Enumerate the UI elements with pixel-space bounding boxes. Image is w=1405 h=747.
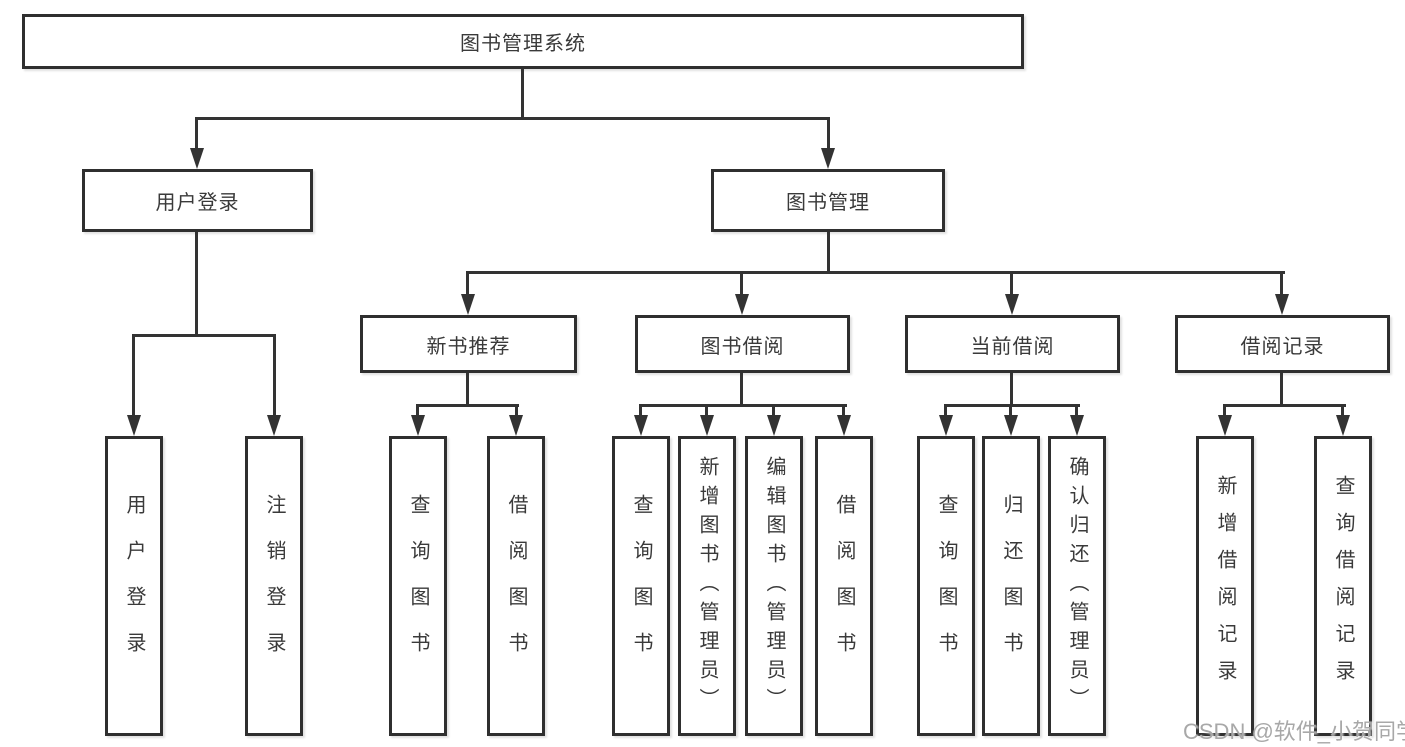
connector-line [827, 117, 830, 151]
arrow-down-icon [700, 415, 714, 436]
node-root-label: 图书管理系统 [460, 33, 586, 55]
connector-line [466, 271, 1285, 274]
node-label: 查询借阅记录 [1332, 475, 1354, 697]
node-leaf-return-books: 归还图书 [982, 436, 1040, 736]
arrow-down-icon [1070, 415, 1084, 436]
node-label: 图书借阅 [700, 335, 785, 358]
arrow-down-icon [190, 148, 204, 169]
connector-line [466, 271, 469, 297]
node-label: 新增借阅记录 [1214, 475, 1236, 697]
node-label: 用户登录 [123, 494, 145, 678]
connector-line [1280, 373, 1283, 407]
node-label: 归还图书 [1000, 494, 1022, 678]
node-label: 注销登录 [263, 494, 285, 678]
node-label: 当前借阅 [970, 335, 1055, 358]
connector-line [639, 404, 847, 407]
connector-line [1010, 271, 1013, 297]
node-label: 借阅图书 [505, 494, 527, 678]
connector-line [416, 404, 419, 418]
node-leaf-query-books-recommend: 查询图书 [389, 436, 447, 736]
connector-line [466, 373, 469, 407]
connector-line [1009, 404, 1012, 418]
connector-line [1280, 271, 1283, 297]
node-leaf-edit-books-admin: 编辑图书（管理员） [745, 436, 803, 736]
connector-line [132, 334, 276, 337]
arrow-down-icon [735, 294, 749, 315]
connector-line [827, 232, 830, 274]
arrow-down-icon [267, 415, 281, 436]
connector-line [132, 334, 135, 417]
node-new-book-recommend: 新书推荐 [360, 315, 577, 373]
node-label: 确认归还（管理员） [1066, 455, 1088, 717]
node-label: 编辑图书（管理员） [763, 455, 785, 717]
connector-line [416, 404, 519, 407]
arrow-down-icon [837, 415, 851, 436]
connector-line [1223, 404, 1226, 418]
arrow-down-icon [509, 415, 523, 436]
node-label: 借阅记录 [1240, 335, 1325, 358]
arrow-down-icon [767, 415, 781, 436]
node-leaf-confirm-return-admin: 确认归还（管理员） [1048, 436, 1106, 736]
node-leaf-query-books-current: 查询图书 [917, 436, 975, 736]
node-book-borrow: 图书借阅 [635, 315, 850, 373]
node-leaf-query-books-borrow: 查询图书 [612, 436, 670, 736]
node-borrow-records: 借阅记录 [1175, 315, 1390, 373]
node-label: 新增图书（管理员） [696, 455, 718, 717]
node-leaf-logout: 注销登录 [245, 436, 303, 736]
node-root: 图书管理系统 [22, 14, 1024, 69]
node-user-login-group: 用户登录 [82, 169, 313, 232]
connector-line [273, 334, 276, 417]
connector-line [195, 117, 198, 151]
node-leaf-add-books-admin: 新增图书（管理员） [678, 436, 736, 736]
node-label: 新书推荐 [426, 335, 511, 358]
arrow-down-icon [1005, 294, 1019, 315]
node-leaf-query-borrow-record: 查询借阅记录 [1314, 436, 1372, 736]
arrow-down-icon [461, 294, 475, 315]
node-leaf-borrow-books-recommend: 借阅图书 [487, 436, 545, 736]
connector-line [515, 404, 518, 418]
connector-line [1341, 404, 1344, 418]
node-label: 查询图书 [935, 494, 957, 678]
connector-line [196, 117, 830, 120]
node-label: 用户登录 [155, 192, 240, 214]
connector-line [842, 404, 845, 418]
node-book-management: 图书管理 [711, 169, 945, 232]
arrow-down-icon [1218, 415, 1232, 436]
arrow-down-icon [939, 415, 953, 436]
arrow-down-icon [1336, 415, 1350, 436]
node-leaf-add-borrow-record: 新增借阅记录 [1196, 436, 1254, 736]
connector-line [639, 404, 642, 418]
connector-line [705, 404, 708, 418]
csdn-watermark: CSDN @软件_小贺同学 [1183, 719, 1405, 744]
arrow-down-icon [821, 148, 835, 169]
connector-line [740, 373, 743, 407]
node-leaf-user-login: 用户登录 [105, 436, 163, 736]
node-label: 查询图书 [407, 494, 429, 678]
connector-line [1223, 404, 1346, 407]
connector-line [740, 271, 743, 297]
node-label: 查询图书 [630, 494, 652, 678]
connector-line [772, 404, 775, 418]
arrow-down-icon [1004, 415, 1018, 436]
connector-line [1075, 404, 1078, 418]
connector-line [1010, 373, 1013, 407]
node-current-borrow: 当前借阅 [905, 315, 1120, 373]
node-label: 图书管理 [786, 192, 870, 214]
connector-line [944, 404, 947, 418]
arrow-down-icon [411, 415, 425, 436]
connector-line [195, 232, 198, 337]
connector-line [521, 69, 524, 118]
arrow-down-icon [634, 415, 648, 436]
arrow-down-icon [1275, 294, 1289, 315]
arrow-down-icon [127, 415, 141, 436]
node-leaf-borrow-books: 借阅图书 [815, 436, 873, 736]
connector-line [944, 404, 1080, 407]
node-label: 借阅图书 [833, 494, 855, 678]
